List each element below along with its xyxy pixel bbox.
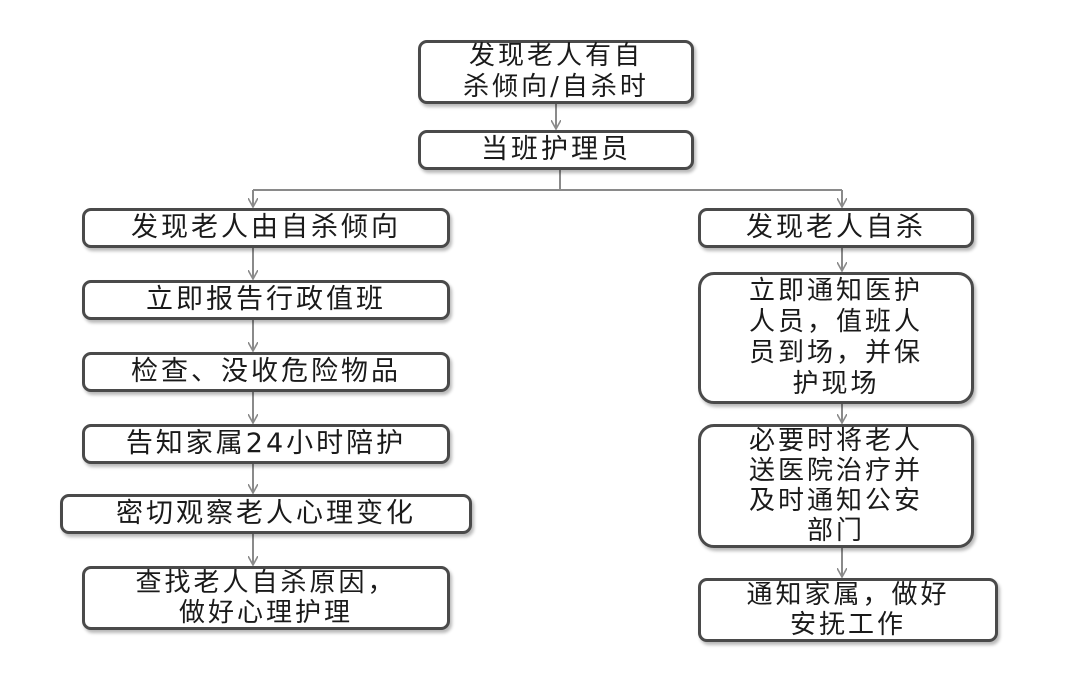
node-left-notify-family: 告知家属24小时陪护	[82, 424, 450, 464]
node-left-discover-tendency: 发现老人由自杀倾向	[82, 208, 450, 248]
node-left-observe-psychology: 密切观察老人心理变化	[60, 494, 472, 534]
node-right-notify-medical: 立即通知医护 人员，值班人 员到场，并保 护现场	[698, 272, 974, 404]
node-right-notify-family: 通知家属，做好 安抚工作	[698, 578, 998, 642]
node-on-duty-caregiver: 当班护理员	[418, 130, 694, 170]
node-left-confiscate-items: 检查、没收危险物品	[82, 352, 450, 392]
node-right-send-hospital: 必要时将老人 送医院治疗并 及时通知公安 部门	[698, 424, 974, 548]
node-discover-suicide-tendency: 发现老人有自 杀倾向/自杀时	[418, 40, 694, 104]
node-left-report-admin: 立即报告行政值班	[82, 280, 450, 320]
node-left-find-cause: 查找老人自杀原因， 做好心理护理	[82, 566, 450, 630]
node-right-discover-suicide: 发现老人自杀	[698, 208, 974, 248]
